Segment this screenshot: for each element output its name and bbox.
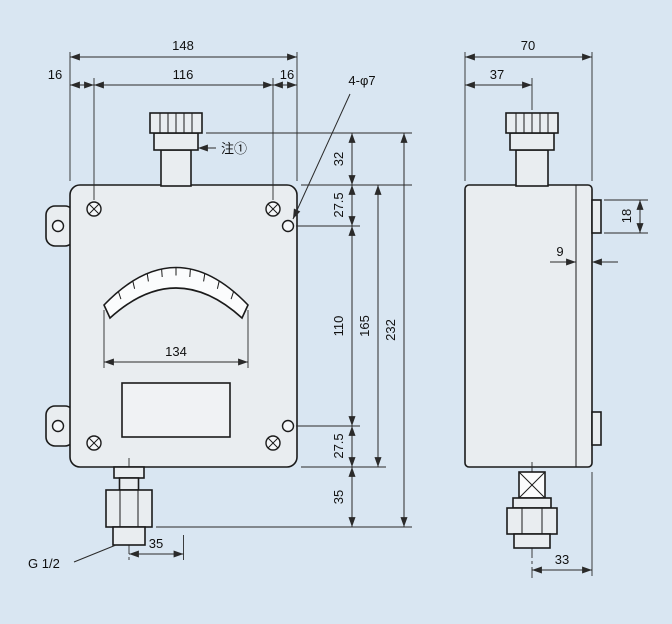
screw-icon: [86, 435, 102, 451]
gland-flange: [153, 132, 199, 151]
dim-overall-height: 232: [383, 319, 398, 341]
mount-hole: [281, 419, 295, 433]
screw-icon: [86, 201, 102, 217]
case-body-side: [464, 184, 593, 468]
front-view-dimensions: 148 116 16 16 4-φ7 32 27.5 110 27.: [28, 38, 412, 571]
fitting-hex-nut: [506, 507, 558, 535]
dim-body-height: 165: [357, 315, 372, 337]
dim-connector-offset: 37: [490, 67, 504, 82]
gland-neck: [160, 149, 192, 187]
screw-icon: [265, 435, 281, 451]
dim-port-offset: 35: [149, 536, 163, 551]
dim-hole-span: 116: [173, 67, 194, 82]
dim-bump-height: 18: [619, 209, 634, 223]
top-gland-side: [505, 112, 559, 187]
gland-neck: [515, 149, 549, 187]
fitting-flange: [113, 466, 145, 479]
mounting-holes: [51, 219, 295, 433]
mount-hole: [51, 219, 65, 233]
holes-callout-label: 4-φ7: [348, 73, 375, 88]
screw-icon: [265, 201, 281, 217]
dim-meter-width: 134: [165, 344, 187, 359]
pressure-fitting-front: [105, 458, 153, 562]
meter-scale-arc: [103, 266, 249, 320]
note-callout: 注①: [198, 141, 247, 156]
cover-screws: [86, 201, 281, 451]
fitting-flange: [512, 497, 552, 509]
gland-knurl: [159, 113, 193, 133]
thread-label: G 1/2: [28, 556, 60, 571]
pressure-fitting-side: [506, 462, 558, 578]
side-view: 70 37 18 9 33: [464, 38, 648, 578]
fitting-thread-end: [513, 533, 551, 549]
note-label: 注①: [221, 141, 247, 156]
top-gland-front: [149, 112, 203, 187]
fitting-neck: [118, 477, 140, 491]
dim-overall-depth: 70: [521, 38, 535, 53]
dim-cover-depth: 9: [556, 244, 563, 259]
mount-hole: [281, 219, 295, 233]
hinge-bump-bottom: [591, 411, 602, 446]
meter-window: [103, 266, 249, 320]
front-view: 注①: [28, 38, 412, 571]
hinge-bump-top: [591, 199, 602, 234]
dim-connector-height: 32: [331, 152, 346, 166]
mount-hole: [51, 419, 65, 433]
dim-hole-top-offset: 27.5: [331, 192, 346, 217]
dim-edge-left: 16: [48, 67, 62, 82]
dim-edge-right: 16: [280, 67, 294, 82]
dim-fitting-length: 35: [331, 490, 346, 504]
dim-port-offset-side: 33: [555, 552, 569, 567]
dim-hole-spacing: 110: [331, 316, 346, 337]
gland-knurl: [515, 113, 549, 133]
name-plate: [121, 382, 231, 438]
dim-overall-width: 148: [172, 38, 194, 53]
meter-scale-ticks: [117, 267, 235, 300]
side-view-dimensions: 70 37 18 9 33: [464, 38, 648, 576]
gland-flange: [509, 132, 555, 151]
fitting-thread-end: [112, 526, 146, 546]
holes-callout-leader: [292, 93, 351, 220]
thread-leader: [73, 544, 117, 563]
fitting-hex-nut: [105, 489, 153, 528]
dim-hole-bottom-offset: 27.5: [331, 433, 346, 458]
